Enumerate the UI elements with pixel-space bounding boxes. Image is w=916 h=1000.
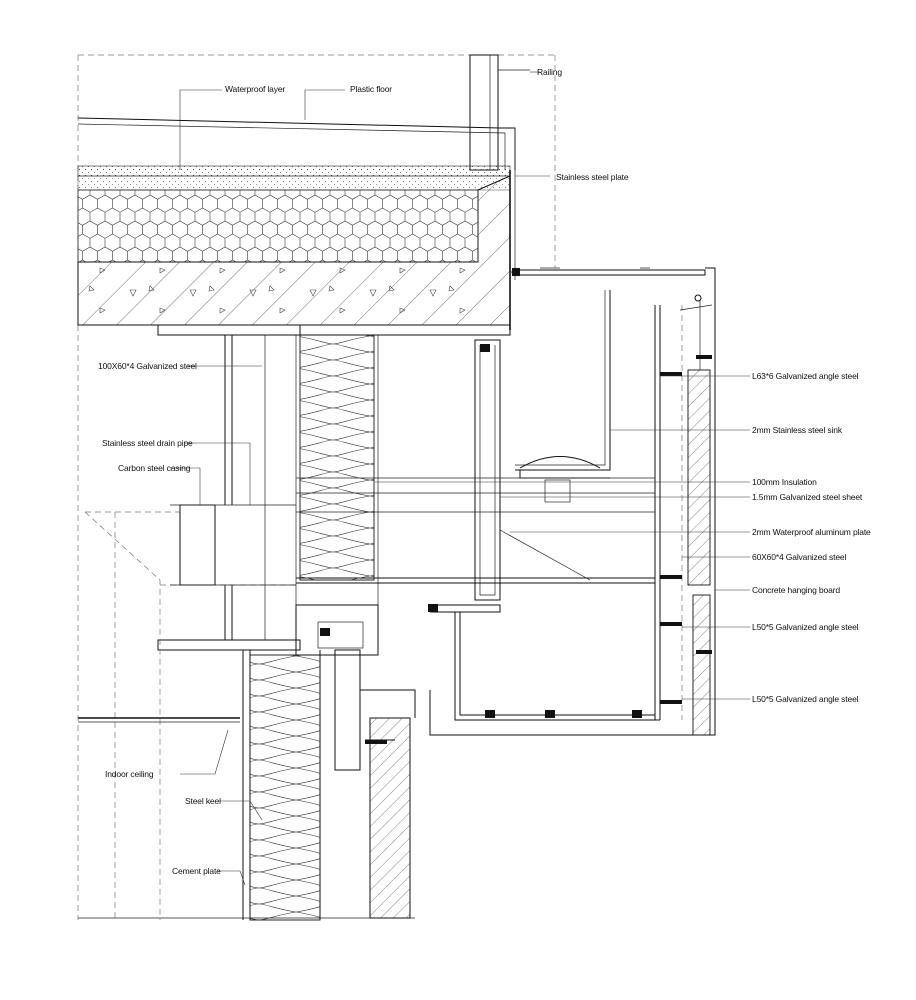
anchor-bolts — [320, 268, 712, 744]
label-galvanized-steel-100x60: 100X60*4 Galvanized steel — [98, 361, 197, 371]
label-insulation-100mm: 100mm Insulation — [752, 477, 817, 487]
label-plastic-floor: Plastic floor — [350, 84, 392, 94]
label-waterproof-layer: Waterproof layer — [225, 84, 285, 94]
label-concrete-hanging-board: Concrete hanging board — [752, 585, 840, 595]
roof-build-up — [77, 117, 516, 330]
label-galvanized-sheet: 1.5mm Galvanized steel sheet — [752, 492, 863, 502]
stainless-steel-plate — [511, 267, 706, 302]
leader-lines — [170, 71, 750, 886]
steel-frame-center — [296, 330, 715, 736]
label-l50-angle-steel-lower: L50*5 Galvanized angle steel — [752, 694, 859, 704]
annotation-labels: Railing Waterproof layer Plastic floor S… — [98, 67, 871, 876]
label-waterproof-aluminum-plate: 2mm Waterproof aluminum plate — [752, 527, 871, 537]
outer-cladding — [654, 267, 716, 736]
wall-lower — [242, 604, 379, 921]
label-l50-angle-steel-upper: L50*5 Galvanized angle steel — [752, 622, 859, 632]
lower-concrete-column — [360, 689, 416, 919]
label-steel-keel: Steel keel — [185, 796, 221, 806]
wall-insulation-upper — [295, 334, 379, 640]
label-galvanized-steel-60x60: 60X60*4 Galvanized steel — [752, 552, 846, 562]
label-stainless-steel-sink: 2mm Stainless steel sink — [752, 425, 843, 435]
label-stainless-steel-drain-pipe: Stainless steel drain pipe — [102, 438, 193, 448]
label-railing: Railing — [537, 67, 562, 77]
label-stainless-steel-plate: Stainless steel plate — [556, 172, 629, 182]
stainless-steel-sink — [515, 290, 611, 503]
label-cement-plate: Cement plate — [172, 866, 221, 876]
railing-post — [469, 54, 530, 171]
label-carbon-steel-casing: Carbon steel casing — [118, 463, 191, 473]
label-indoor-ceiling: Indoor ceiling — [105, 769, 154, 779]
label-l63-angle-steel: L63*6 Galvanized angle steel — [752, 371, 859, 381]
